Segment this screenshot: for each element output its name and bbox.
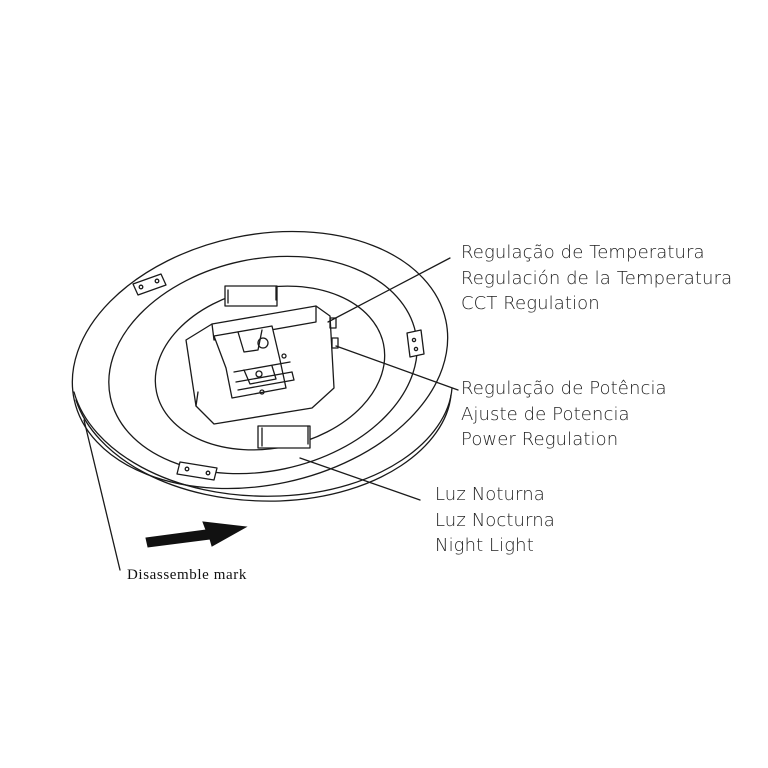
arrow-icon [145,521,248,548]
night-light-label-es: Luz Nocturna [435,509,555,531]
rim-side [73,387,453,497]
power-label-pt: Regulação de Potência [461,378,667,399]
outer-rim [71,230,449,490]
ring-notch-bottom [257,425,311,449]
night-light-label-en: Night Light [435,535,534,556]
cct-label-es: Regulación de la Temperatura [461,267,733,289]
cct-label-en: CCT Regulation [461,293,600,314]
power-leader [335,345,459,391]
night-light-leader [299,457,421,501]
power-label-en: Power Regulation [461,429,619,450]
cct-leader [327,257,451,323]
cct-switch [329,317,337,329]
rim-side-inner [75,394,452,502]
cct-label-pt: Regulação de Temperatura [461,242,705,263]
ring-notch-top [224,285,278,307]
rim-clip-right [406,329,425,358]
disassemble-leader [83,419,121,571]
cct-regulation-callout: Regulação de Temperatura Regulación de l… [461,240,732,317]
power-regulation-callout: Regulação de Potência Ajuste de Potencia… [461,376,667,453]
disassemble-mark-label: Disassemble mark [127,567,247,583]
rim-clip-top [132,273,167,296]
night-light-label-pt: Luz Noturna [435,484,545,505]
power-label-es: Ajuste de Potencia [461,403,630,425]
night-light-callout: Luz Noturna Luz Nocturna Night Light [435,482,555,559]
rim-clip-bottom [176,461,218,481]
power-switch [331,337,339,349]
